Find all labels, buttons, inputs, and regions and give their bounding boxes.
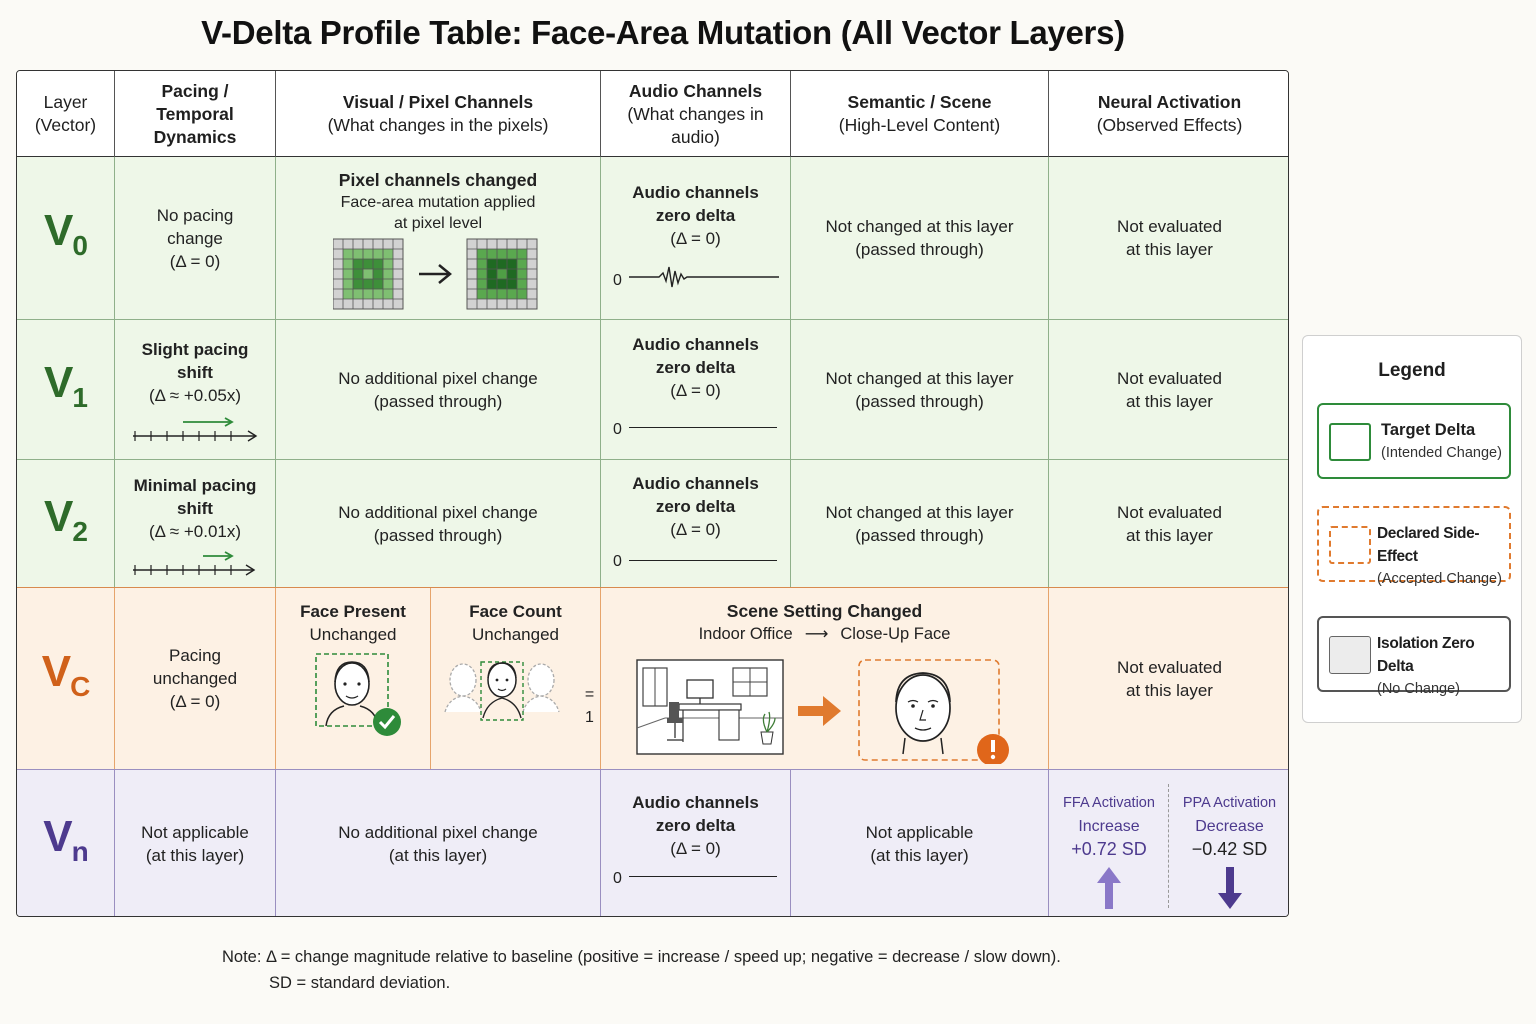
- face-count-icon: [444, 661, 560, 721]
- face-count-cell: Face Count Unchanged = 1: [431, 588, 601, 769]
- right-arrow-icon: [419, 264, 452, 284]
- audio-zero-label: 0: [613, 870, 622, 887]
- audio-flatline: [629, 427, 777, 428]
- audio-cell-v2: Audio channels zero delta (Δ = 0) 0: [601, 460, 791, 587]
- audio-flatline: [629, 876, 777, 877]
- table-row-vn: Vn Not applicable (at this layer) No add…: [17, 770, 1288, 916]
- ffa-activation-cell: FFA Activation Increase +0.72 SD: [1049, 770, 1169, 916]
- close-up-face-icon: [858, 659, 1009, 764]
- neural-cell-v2: Not evaluated at this layer: [1117, 502, 1222, 545]
- legend-swatch-gray: [1329, 636, 1371, 674]
- table-row-v2: V2 Minimal pacing shift (Δ ≈ +0.01x) No …: [17, 460, 1288, 588]
- visual-cell-v0: Pixel channels changed Face-area mutatio…: [276, 157, 601, 319]
- legend-title: Legend: [1378, 360, 1446, 381]
- pixel-grid-after: [466, 238, 538, 310]
- face-count-value: = 1: [584, 686, 595, 726]
- arrow-down-icon: [1217, 867, 1242, 909]
- orange-arrow-icon: [798, 696, 841, 726]
- visual-cell-v1: No additional pixel change (passed throu…: [276, 320, 601, 459]
- audio-cell-v1: Audio channels zero delta (Δ = 0) 0: [601, 320, 791, 459]
- layer-label-v0: V0: [17, 157, 115, 319]
- audio-zero-label: 0: [613, 421, 622, 438]
- pacing-cell-v1: Slight pacing shift (Δ ≈ +0.05x): [115, 320, 276, 459]
- legend-item-side-effect: Declared Side-Effect (Accepted Change): [1317, 506, 1511, 587]
- header-pacing: Pacing / Temporal Dynamics: [115, 71, 276, 157]
- table-row-vc: VC Pacing unchanged (Δ = 0) Face Present…: [17, 588, 1288, 770]
- visual-cell-vn: No additional pixel change (at this laye…: [276, 770, 601, 916]
- pixel-grid-diagram: [333, 238, 538, 310]
- footnote: Note: Δ = change magnitude relative to b…: [222, 948, 1061, 992]
- pacing-timeline-icon: [133, 551, 256, 576]
- visual-cell-v2: No additional pixel change (passed throu…: [276, 460, 601, 587]
- pacing-cell-vc: Pacing unchanged (Δ = 0): [115, 588, 276, 769]
- audio-zero-label: 0: [613, 272, 622, 289]
- semantic-cell-v1: Not changed at this layer (passed throug…: [791, 320, 1049, 459]
- face-present-cell: Face Present Unchanged: [276, 588, 431, 769]
- page-title: V-Delta Profile Table: Face-Area Mutatio…: [201, 14, 1125, 51]
- semantic-cell-v2: Not changed at this layer (passed throug…: [791, 460, 1049, 587]
- legend-swatch-green: [1329, 423, 1371, 461]
- audio-waveform-icon: [629, 266, 779, 288]
- legend-panel: Legend Target Delta (Intended Change) De…: [1302, 335, 1522, 723]
- legend-item-target-delta: Target Delta (Intended Change): [1317, 403, 1511, 479]
- layer-label-v2: V2: [17, 460, 115, 587]
- face-present-icon: [315, 653, 401, 736]
- header-neural: Neural Activation (Observed Effects): [1096, 92, 1243, 135]
- layer-label-vc: VC: [17, 588, 115, 769]
- pixel-grid-before: [333, 238, 404, 310]
- neural-cell-v1: Not evaluated at this layer: [1117, 368, 1222, 411]
- office-scene-icon: [636, 659, 784, 755]
- audio-cell-vn: Audio channels zero delta (Δ = 0) 0: [601, 770, 791, 916]
- scene-change-diagram: [636, 659, 1009, 764]
- table-row-v0: V0 No pacing change (Δ = 0) Pixel channe…: [17, 157, 1288, 320]
- neural-divider: [1168, 784, 1169, 908]
- audio-flatline: [629, 560, 777, 561]
- v-delta-table: Layer (Vector) Pacing / Temporal Dynamic…: [16, 70, 1289, 917]
- semantic-cell-v0: Not changed at this layer (passed throug…: [791, 157, 1049, 319]
- neural-cell-v0: Not evaluated at this layer: [1117, 217, 1222, 259]
- table-header: Layer (Vector) Pacing / Temporal Dynamic…: [17, 71, 1288, 157]
- header-audio: Audio Channels (What changes in audio): [601, 71, 791, 157]
- semantic-cell-vn: Not applicable (at this layer): [791, 770, 1049, 916]
- pacing-timeline-icon: [133, 417, 258, 442]
- legend-item-isolation: Isolation Zero Delta (No Change): [1317, 616, 1511, 697]
- header-visual: Visual / Pixel Channels (What changes in…: [276, 71, 601, 157]
- pacing-cell-v2: Minimal pacing shift (Δ ≈ +0.01x): [115, 460, 276, 587]
- scene-change-cell: Scene Setting Changed Indoor Office ⟶ Cl…: [601, 588, 1049, 769]
- neural-cell-vc: Not evaluated at this layer: [1117, 657, 1222, 700]
- audio-zero-label: 0: [613, 553, 622, 570]
- audio-cell-v0: Audio channels zero delta (Δ = 0) 0: [601, 157, 791, 319]
- arrow-up-icon: [1097, 867, 1121, 909]
- pacing-cell-v0: No pacing change (Δ = 0): [115, 157, 276, 319]
- table-row-v1: V1 Slight pacing shift (Δ ≈ +0.05x) No a…: [17, 320, 1288, 460]
- layer-label-v1: V1: [17, 320, 115, 459]
- ppa-activation-cell: PPA Activation Decrease −0.42 SD: [1169, 770, 1288, 916]
- pacing-cell-vn: Not applicable (at this layer): [115, 770, 276, 916]
- legend-swatch-orange: [1329, 526, 1371, 564]
- header-semantic: Semantic / Scene (High-Level Content): [791, 71, 1049, 157]
- layer-label-vn: Vn: [17, 770, 115, 916]
- header-layer: Layer (Vector): [17, 71, 115, 157]
